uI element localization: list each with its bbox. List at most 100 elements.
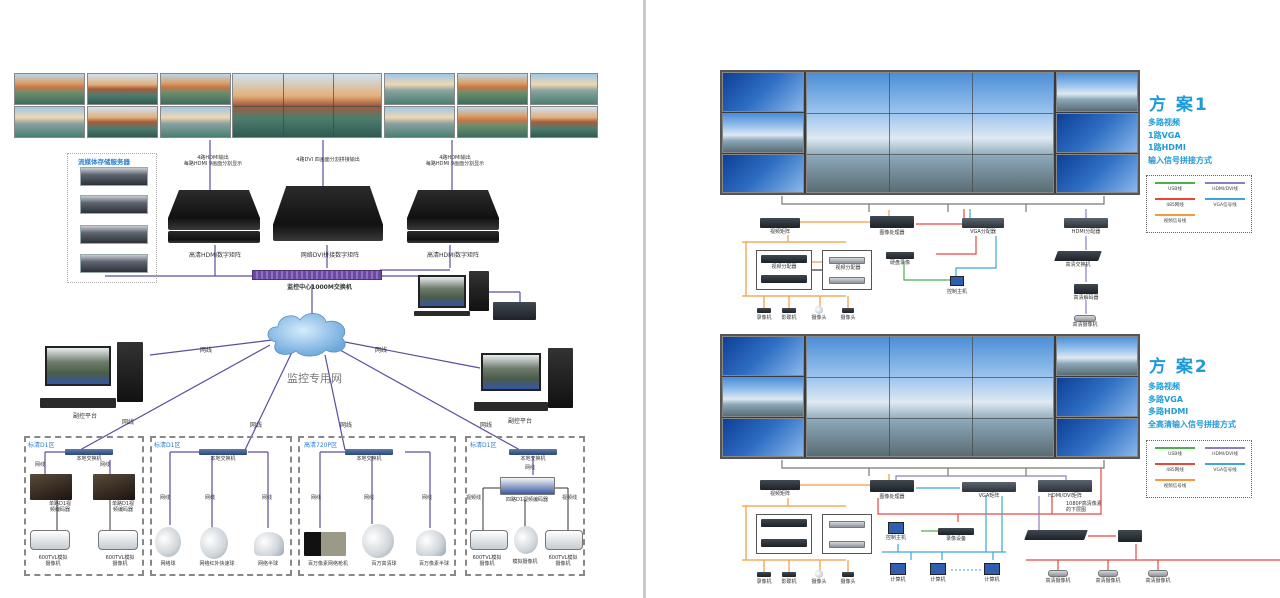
zone-box-3 [298,436,456,576]
scheme2-diagram: 视频矩阵 图像处理器 VGA矩阵 HDMI/DVI矩阵 1080P高清像素的下层… [646,330,1280,598]
recorder [886,252,914,259]
source-camera-icon [842,572,854,577]
core-switch [252,270,382,280]
source-dvd-icon [782,572,796,577]
analog-camera-icon [545,530,583,550]
wall-tile [457,106,528,138]
scheme2-title: 方 案2 [1149,357,1209,377]
client-left-label: 副控平台 [72,413,97,420]
hd-camera-label: 高清摄像机 [1145,578,1171,584]
d1-encoder [30,474,72,500]
client-monitor-right [481,353,541,391]
storage-server-group [67,153,157,283]
storage-box-title: 流媒体存储服务器 [78,158,130,166]
camera-label: 600TVL模拟摄像机 [548,555,578,567]
dvi-output-note: 4路DVI 四画面分割拼接输出 [296,157,360,163]
ptz-controller-icon [493,302,536,320]
zone-1-label: 标清D1区 [28,442,55,449]
four-channel-encoder [500,477,555,495]
wall-tile [1056,418,1138,457]
storage-server [80,225,148,244]
encoder-label: 单路D1视频编码器 [111,501,135,513]
keyboard-icon [414,311,470,316]
wall-tile [1056,377,1138,417]
video-distributor-group-2 [822,514,872,554]
cable-label: 网线 [122,419,135,426]
computer-icon [984,563,1000,575]
camera-label: 600TVL模拟摄像机 [38,555,68,567]
pc-tower-icon [117,342,143,402]
local-switch-label: 本地交换机 [356,456,382,462]
camera-label: 百万像素网络枪机 [307,561,348,567]
cable-label: 网线 [35,462,46,468]
hdmi-output-note-right: 4路HDMI输出 每路HDMI 9画面分割显示 [425,155,485,167]
hd-decoder [1074,284,1098,294]
wall-tile-large [232,73,382,138]
recorder [938,528,974,535]
wall-tile [530,106,598,138]
keyboard-icon [474,402,548,411]
wall-tile [160,73,231,105]
zone-box-4 [465,436,585,576]
image-processor [870,216,914,228]
hd-note: 1080P高清像素的下层图 [1066,501,1102,513]
zone-box-2 [150,436,292,576]
pc-tower-icon [469,271,489,311]
control-host-icon [950,276,964,286]
cloud-icon [267,313,346,357]
hd-switch [1054,251,1102,261]
image-processor-label: 图像处理器 [879,230,905,236]
pc-tower-icon [548,348,573,408]
video-matrix-label: 视频矩阵 [769,229,790,235]
hd-camera-icon [1098,570,1118,577]
link-client-right [344,341,481,369]
camera-label: 百万高清球 [371,561,397,567]
box-camera-icon [304,532,346,556]
legend-vga: VGA信号线 [1205,198,1245,208]
source-label: 录像机 [756,315,772,321]
cable-label: 网线 [250,422,263,429]
wall-tile [1056,154,1138,193]
scheme1-links [742,196,1105,314]
local-switch-label: 本地交换机 [520,456,546,462]
video-cable-label: 视频线 [562,495,578,501]
hdmi-matrix-left-label: 高清HDMI数字矩阵 [188,252,242,259]
wall-tile [87,106,158,138]
wall-tile [1056,113,1138,153]
source-label: 摄像头 [840,579,856,585]
legend-video: 视频信号线 [1155,479,1195,489]
video-distributor-group: 视频分配器 [756,250,812,290]
dome-camera-icon [155,527,181,557]
video-matrix [760,480,800,490]
video-wall-left [14,73,598,139]
vga-matrix [962,482,1016,492]
half-dome-camera-icon [254,532,284,556]
source-label: 摄像头 [811,579,827,585]
legend-485: 485网线 [1155,198,1195,208]
local-switch-label: 本地交换机 [76,456,102,462]
scheme1-description: 多路视频 1路VGA 1路HDMI 输入信号拼接方式 [1148,118,1212,165]
camera-label: 网络红外快速球 [199,561,235,567]
ptz-camera-icon [200,527,228,559]
control-host-label: 控制主机 [946,289,967,295]
camera-label: 600TVL模拟摄像机 [105,555,135,567]
legend-video: 视频信号线 [1155,214,1195,224]
more-computers-dots [951,569,981,571]
wall-tile [87,73,158,105]
scheme1-legend: USB线 HDMI/DVI线 485网线 VGA信号线 视频信号线 [1146,175,1252,233]
hdmi-matrix-left [168,190,260,230]
cable-label: 网线 [480,422,493,429]
monitor-icon [418,275,466,308]
dvi-matrix [273,186,383,241]
left-surveillance-diagram: 4路HDMI输出 每路HDMI 9画面分割显示 4路DVI 四画面分割拼接输出 … [14,73,598,576]
source-label: 影碟机 [781,579,797,585]
cable-label: 网线 [340,422,353,429]
computer-label: 计算机 [984,577,1000,583]
hd-camera-icon [1148,570,1168,577]
local-switch [509,449,557,455]
legend-hdmi-dvi: HDMI/DVI线 [1205,447,1245,457]
encoder-label: 单路D1视频编码器 [48,501,72,513]
cable-label: 网线 [100,462,111,468]
hdmi-splitter-label: HDMI分配器 [1071,229,1101,235]
hd-decoder-label: 高清解码器 [1073,295,1099,301]
